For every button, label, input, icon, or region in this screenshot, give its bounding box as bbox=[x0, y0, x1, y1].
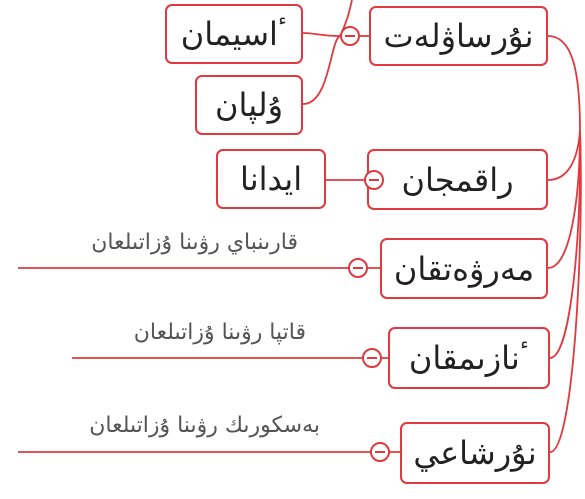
connector-b1-child1 bbox=[302, 32, 341, 37]
connector-branch-3 bbox=[547, 129, 581, 269]
branch-node-2[interactable]: راقمجان bbox=[367, 149, 548, 210]
collapse-toggle-4[interactable] bbox=[362, 348, 382, 368]
child-node-1-2[interactable]: ۇلپان bbox=[195, 75, 303, 135]
collapse-toggle-2[interactable] bbox=[364, 170, 384, 190]
connector-branch-2 bbox=[547, 129, 581, 181]
child-node-2-1[interactable]: ايدانا bbox=[216, 149, 326, 209]
connector-branch-1 bbox=[547, 35, 581, 131]
connector-branch-5 bbox=[549, 129, 582, 453]
collapse-toggle-3[interactable] bbox=[348, 258, 368, 278]
text-child-3[interactable]: قارىنباي رۋىنا ۇزاتىلعان bbox=[91, 230, 298, 255]
collapse-toggle-1[interactable] bbox=[340, 26, 360, 46]
branch-node-3[interactable]: مەرۋەتقان bbox=[380, 238, 548, 299]
branch-node-5[interactable]: نۇرشاعي bbox=[400, 422, 550, 484]
collapse-toggle-5[interactable] bbox=[370, 442, 390, 462]
connector-b1-child2 bbox=[302, 35, 341, 105]
child-node-1-1[interactable]: ٴاسيمان bbox=[165, 4, 303, 64]
text-child-5[interactable]: بەسكورىك رۋىنا ۇزاتىلعان bbox=[89, 413, 320, 438]
branch-node-1[interactable]: نۇرساۋلەت bbox=[369, 6, 548, 66]
text-child-4[interactable]: قاتپا رۋىنا ۇزاتىلعان bbox=[133, 320, 306, 345]
branch-node-4[interactable]: ٴنازىمقان bbox=[388, 327, 550, 389]
